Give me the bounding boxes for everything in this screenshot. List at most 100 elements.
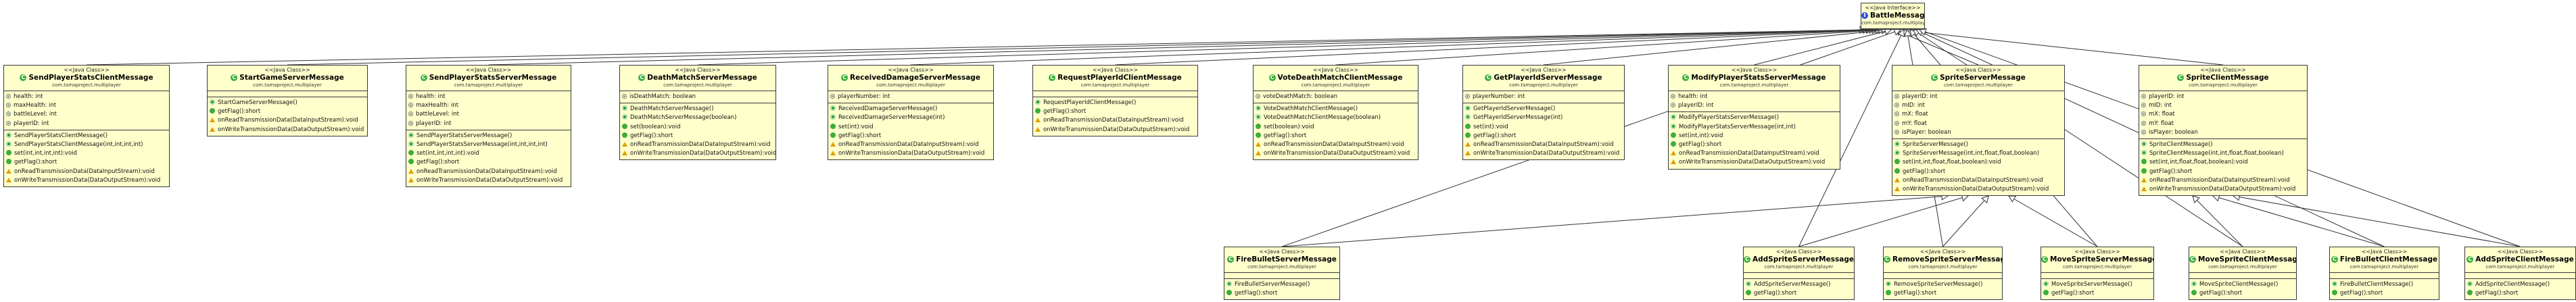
method-row[interactable]: getFlag():short <box>2332 289 2437 298</box>
method-row[interactable]: SendPlayerStatsClientMessage(int,int,int… <box>6 141 167 149</box>
method-row[interactable]: onWriteTransmissionData(DataOutputStream… <box>408 176 569 185</box>
method-row[interactable]: getFlag():short <box>622 132 773 141</box>
method-row[interactable]: onReadTransmissionData(DataInputStream):… <box>2141 176 2305 185</box>
field-icon <box>1894 129 1899 134</box>
method-row[interactable]: getFlag():short <box>2191 289 2294 298</box>
method-row[interactable]: getFlag():short <box>1465 132 1622 141</box>
method-row[interactable]: set(int):void <box>1465 123 1622 132</box>
method-row[interactable]: onReadTransmissionData(DataInputStream):… <box>1671 149 1838 158</box>
method-row[interactable]: ModifyPlayerStatsServerMessage(int,int) <box>1671 123 1838 132</box>
method-row[interactable]: onReadTransmissionData(DataInputStream):… <box>1465 141 1622 149</box>
method-row[interactable]: MoveSpriteServerMessage() <box>2043 280 2151 289</box>
method-row[interactable]: SpriteClientMessage() <box>2141 141 2305 149</box>
method-row[interactable]: ReceivedDamageServerMessage(int) <box>830 114 991 122</box>
method-row[interactable]: onReadTransmissionData(DataInputStream):… <box>1894 176 2062 185</box>
method-row[interactable]: getFlag():short <box>1746 289 1852 298</box>
method-row[interactable]: onWriteTransmissionData(DataOutputStream… <box>1671 158 1838 167</box>
method-row[interactable]: getFlag():short <box>830 132 991 141</box>
method-row[interactable]: onReadTransmissionData(DataInputStream):… <box>210 116 365 125</box>
method-row[interactable]: ReceivedDamageServerMessage() <box>830 105 991 114</box>
constructor-icon <box>6 141 11 147</box>
method-row[interactable]: RequestPlayerIdClientMessage() <box>1035 99 1195 107</box>
method-row[interactable]: set(boolean):void <box>1256 123 1416 132</box>
method-row[interactable]: FireBulletClientMessage() <box>2332 280 2437 289</box>
method-row[interactable]: getFlag():short <box>1035 107 1195 116</box>
method-row[interactable]: getFlag():short <box>1256 132 1416 141</box>
method-row[interactable]: onWriteTransmissionData(DataOutputStream… <box>830 149 991 158</box>
method-row[interactable]: onReadTransmissionData(DataInputStream):… <box>1256 141 1416 149</box>
method-row[interactable]: MoveSpriteClientMessage() <box>2191 280 2294 289</box>
method-row[interactable]: onWriteTransmissionData(DataOutputStream… <box>1465 149 1622 158</box>
method-row[interactable]: onReadTransmissionData(DataInputStream):… <box>408 168 569 176</box>
method-row[interactable]: SendPlayerStatsClientMessage() <box>6 132 167 141</box>
method-row[interactable]: onReadTransmissionData(DataInputStream):… <box>830 141 991 149</box>
method-row[interactable]: VoteDeathMatchClientMessage() <box>1256 105 1416 114</box>
method-row[interactable]: SpriteClientMessage(int,int,float,float,… <box>2141 149 2305 158</box>
method-row[interactable]: SpriteServerMessage() <box>1894 141 2062 149</box>
method-row[interactable]: getFlag():short <box>210 107 365 116</box>
method-row[interactable]: getFlag():short <box>1226 289 1337 298</box>
method-row[interactable]: SendPlayerStatsServerMessage(int,int,int… <box>408 141 569 149</box>
method-row[interactable]: RemoveSpriteServerMessage() <box>1886 280 2000 289</box>
method-row[interactable]: DeathMatchServerMessage() <box>622 105 773 114</box>
method-row[interactable]: onWriteTransmissionData(DataOutputStream… <box>1256 149 1416 158</box>
method-row[interactable]: DeathMatchServerMessage(boolean) <box>622 114 773 122</box>
method-row[interactable]: StartGameServerMessage() <box>210 99 365 107</box>
method-row[interactable]: onReadTransmissionData(DataInputStream):… <box>622 141 773 149</box>
method-row[interactable]: onWriteTransmissionData(DataOutputStream… <box>1035 126 1195 134</box>
method-row[interactable]: SendPlayerStatsServerMessage() <box>408 132 569 141</box>
method-row[interactable]: SpriteServerMessage(int,int,float,float,… <box>1894 149 2062 158</box>
method-row[interactable]: GetPlayerIdServerMessage() <box>1465 105 1622 114</box>
method-row[interactable]: getFlag():short <box>2141 168 2305 176</box>
method-row[interactable]: onWriteTransmissionData(DataOutputStream… <box>6 176 167 185</box>
method-row[interactable]: AddSpriteServerMessage() <box>1746 280 1852 289</box>
method-row[interactable]: onWriteTransmissionData(DataOutputStream… <box>210 126 365 134</box>
method-row[interactable]: AddSpriteClientMessage() <box>2467 280 2573 289</box>
method-row[interactable]: onWriteTransmissionData(DataOutputStream… <box>622 149 776 158</box>
method-row[interactable]: set(int):void <box>830 123 991 132</box>
method-row[interactable]: getFlag():short <box>2043 289 2151 298</box>
method-row[interactable]: onWriteTransmissionData(DataOutputStream… <box>1894 185 2062 194</box>
method-row[interactable]: set(int,int,int,int):void <box>6 149 167 158</box>
method-row[interactable]: set(int,int,float,float,boolean):void <box>2141 158 2305 167</box>
method-row[interactable]: getFlag():short <box>2467 289 2573 298</box>
override-method-icon <box>210 118 215 123</box>
method-row[interactable]: set(int,int):void <box>1671 132 1838 141</box>
method-row[interactable]: ModifyPlayerStatsServerMessage() <box>1671 114 1838 122</box>
method-row[interactable]: getFlag():short <box>408 158 569 167</box>
method-row[interactable]: set(int,int,float,float,boolean):void <box>1894 158 2062 167</box>
method-row[interactable]: getFlag():short <box>6 158 167 167</box>
interface-battle-messages[interactable]: <<Java Interface>> IBattleMessages com.t… <box>1861 3 1925 30</box>
method-row[interactable]: FireBulletServerMessage() <box>1226 280 1337 289</box>
method-row[interactable]: GetPlayerIdServerMessage(int) <box>1465 114 1622 122</box>
method-row[interactable]: set(int,int,int,int):void <box>408 149 569 158</box>
method-row[interactable]: getFlag():short <box>1886 289 2000 298</box>
method-row[interactable]: getFlag():short <box>1894 168 2062 176</box>
method-row[interactable]: getFlag():short <box>1671 141 1838 149</box>
method-row[interactable]: onReadTransmissionData(DataInputStream):… <box>1035 116 1195 125</box>
method-row[interactable]: VoteDeathMatchClientMessage(boolean) <box>1256 114 1416 122</box>
method-row[interactable]: onWriteTransmissionData(DataOutputStream… <box>2141 185 2305 194</box>
method-row[interactable]: set(boolean):void <box>622 123 773 132</box>
method-row[interactable]: onReadTransmissionData(DataInputStream):… <box>6 168 167 176</box>
